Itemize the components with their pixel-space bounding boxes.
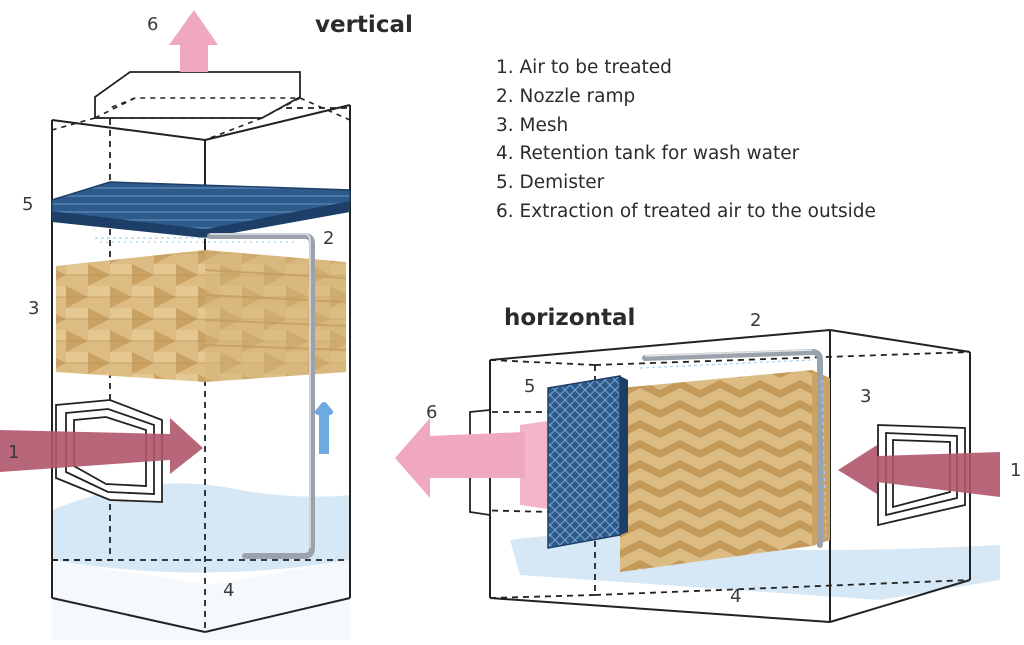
vertical-unit — [0, 10, 351, 640]
legend-item: 5. Demister — [496, 172, 605, 194]
horizontal-label-1: 1 — [1010, 460, 1022, 481]
vertical-label-5: 5 — [22, 194, 34, 215]
horizontal-demister — [547, 375, 628, 549]
vertical-flow-up-arrow — [315, 402, 333, 454]
legend-item: 3. Mesh — [496, 114, 569, 136]
horizontal-spray — [639, 359, 827, 541]
horizontal-label-4: 4 — [730, 586, 742, 607]
vertical-mesh — [56, 250, 347, 382]
legend-item: 2. Nozzle ramp — [496, 85, 636, 107]
vertical-air-in-arrow — [0, 418, 203, 474]
vertical-label-4: 4 — [223, 580, 235, 601]
vertical-water — [52, 483, 350, 573]
horizontal-air-in-arrow — [838, 445, 1000, 497]
horizontal-nozzle-pipe — [642, 348, 823, 548]
legend-item: 6. Extraction of treated air to the outs… — [496, 200, 876, 222]
horizontal-mesh — [620, 370, 830, 572]
horizontal-label-3: 3 — [860, 386, 872, 407]
horizontal-label-5: 5 — [524, 376, 536, 397]
legend: 1. Air to be treated 2. Nozzle ramp 3. M… — [496, 54, 876, 227]
horizontal-label-6: 6 — [426, 402, 438, 423]
vertical-label-3: 3 — [28, 298, 40, 319]
vertical-label-6: 6 — [147, 14, 159, 35]
horizontal-unit — [395, 329, 1000, 623]
legend-item: 1. Air to be treated — [496, 57, 672, 78]
vertical-air-out-arrow — [169, 10, 218, 72]
vertical-label-1: 1 — [8, 442, 20, 463]
vertical-hood — [51, 71, 351, 141]
horizontal-label-2: 2 — [750, 310, 762, 331]
vertical-nozzle-pipe — [207, 233, 315, 559]
horizontal-title: horizontal — [504, 305, 636, 331]
vertical-title: vertical — [315, 12, 413, 38]
vertical-label-2: 2 — [323, 228, 335, 249]
legend-item: 4. Retention tank for wash water — [496, 143, 800, 165]
horizontal-air-out-arrow — [395, 418, 525, 498]
vertical-demister — [51, 181, 351, 238]
